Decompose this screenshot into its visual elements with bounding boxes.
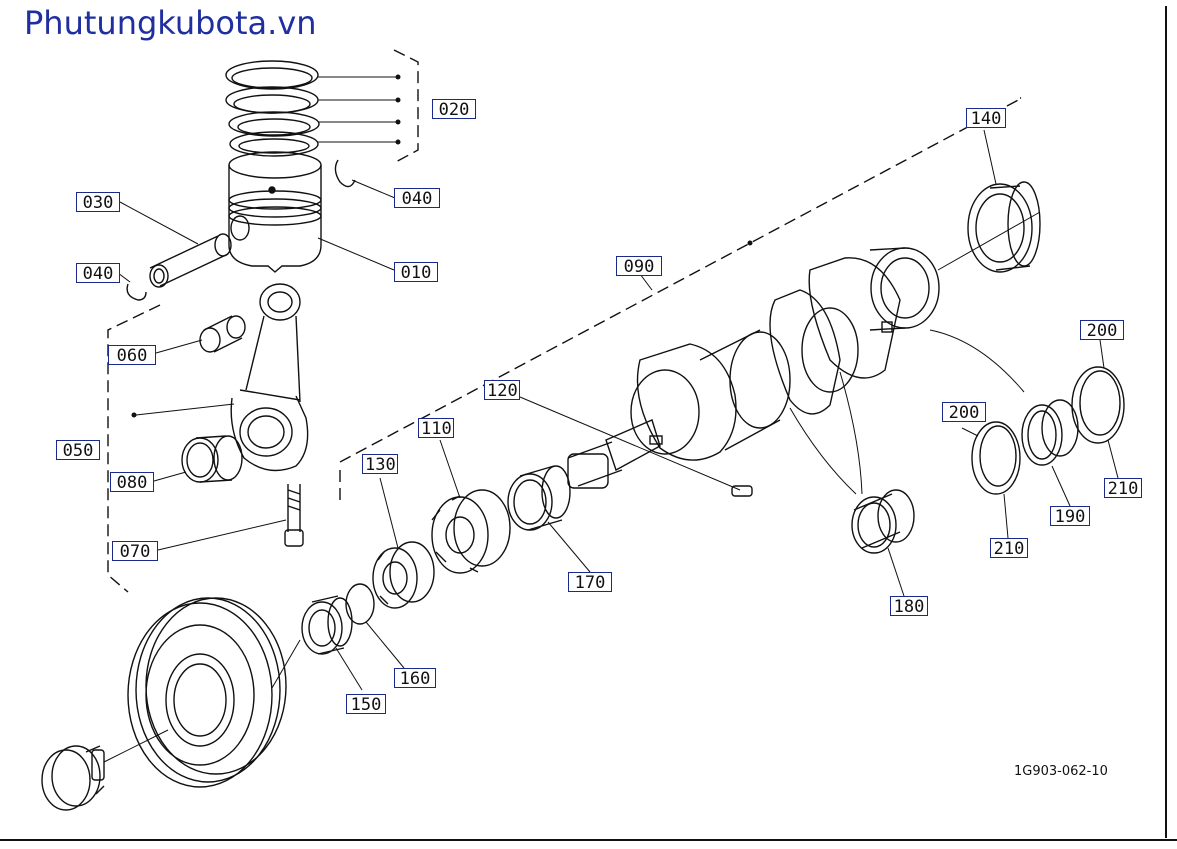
part-label-040-bottom[interactable]: 040: [76, 263, 120, 284]
front-bearing: [507, 465, 571, 531]
part-label-110[interactable]: 110: [418, 418, 454, 439]
part-label-160[interactable]: 160: [394, 668, 436, 689]
pulley-bolt: [41, 729, 169, 811]
part-label-210-right[interactable]: 210: [1104, 478, 1142, 499]
part-label-070[interactable]: 070: [112, 541, 158, 562]
ring-leader-lines: [318, 76, 396, 143]
part-label-020[interactable]: 020: [432, 99, 476, 120]
diagram-code: 1G903-062-10: [1014, 764, 1108, 779]
part-label-120[interactable]: 120: [484, 380, 520, 401]
thrust-washer-right: [1071, 366, 1125, 444]
crank-gear-large: [431, 489, 511, 574]
thrust-washer-left: [971, 421, 1021, 495]
main-bearing: [851, 489, 915, 554]
small-end-bushing: [199, 315, 246, 353]
piston-rings: [225, 60, 320, 157]
piston: [228, 151, 322, 273]
part-label-040-top[interactable]: 040: [394, 188, 440, 209]
part-label-170[interactable]: 170: [568, 572, 612, 593]
part-label-210-left[interactable]: 210: [990, 538, 1028, 559]
part-label-140[interactable]: 140: [966, 108, 1006, 129]
crank-gear-small: [372, 541, 435, 609]
rod-bolt: [284, 484, 304, 547]
part-label-180[interactable]: 180: [890, 596, 928, 617]
part-label-150[interactable]: 150: [346, 694, 386, 715]
rod-bearing: [181, 435, 243, 483]
part-label-010[interactable]: 010: [394, 262, 438, 283]
part-label-060[interactable]: 060: [108, 345, 156, 366]
crankshaft: [567, 247, 940, 489]
crank-collar: [301, 595, 353, 655]
woodruff-key: [731, 485, 753, 497]
rear-bearing: [967, 181, 1041, 273]
part-label-130[interactable]: 130: [362, 454, 398, 475]
part-label-200-left[interactable]: 200: [942, 402, 986, 423]
part-label-190[interactable]: 190: [1050, 506, 1090, 527]
bearing-190: [1021, 399, 1079, 466]
o-ring: [345, 583, 375, 625]
part-label-050[interactable]: 050: [56, 440, 100, 461]
connecting-rod: [230, 283, 309, 472]
part-label-200-right[interactable]: 200: [1080, 320, 1124, 341]
part-label-030[interactable]: 030: [76, 192, 120, 213]
crank-pulley: [127, 597, 301, 788]
part-label-090[interactable]: 090: [616, 256, 662, 277]
brand-title: Phutungkubota.vn: [24, 4, 317, 42]
piston-pin: [149, 233, 232, 288]
part-label-080[interactable]: 080: [110, 472, 154, 493]
